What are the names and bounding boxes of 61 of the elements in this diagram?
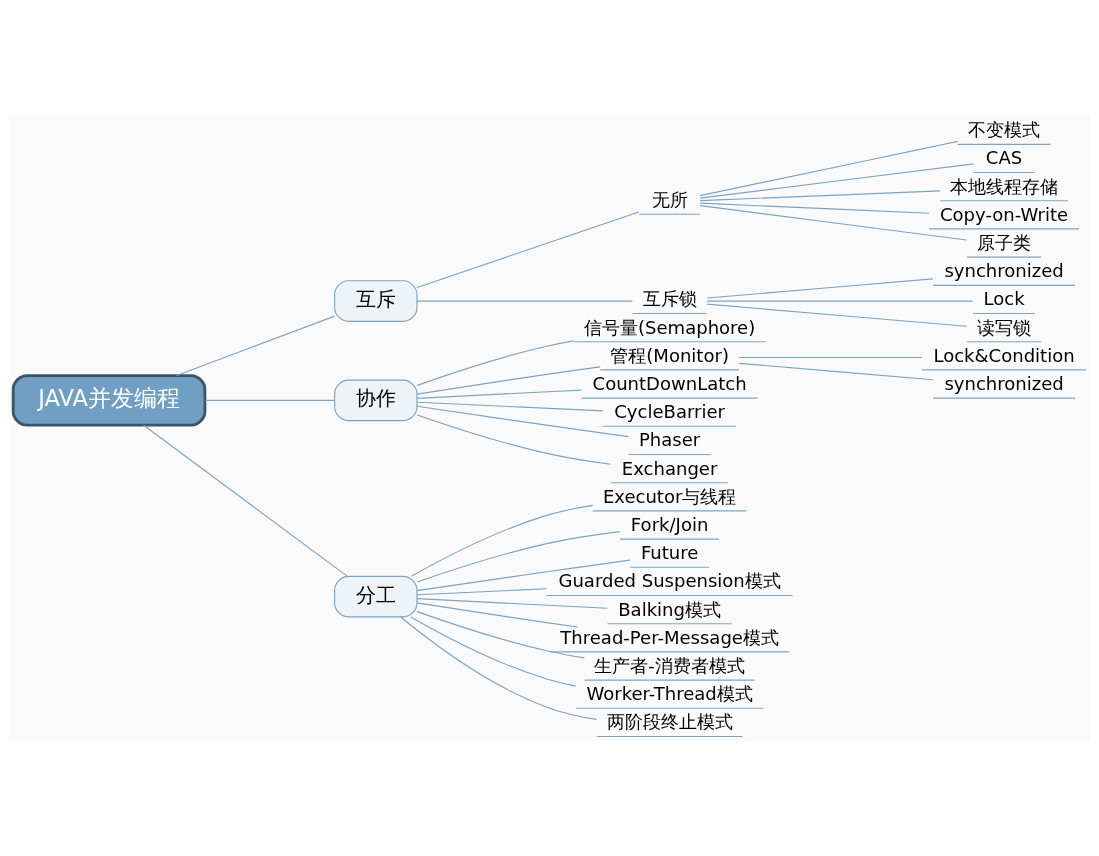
connector (699, 140, 959, 197)
connector (400, 616, 598, 720)
node-text: 信号量(Semaphore) (584, 316, 756, 338)
connector (706, 300, 974, 302)
connector (416, 598, 608, 609)
node-box: 协作 (334, 379, 418, 422)
node-text: Phaser (638, 429, 701, 451)
connector (738, 362, 934, 381)
node-text: 两阶段终止模式 (606, 711, 733, 733)
node-text: 无所 (651, 189, 688, 211)
node-text: Exchanger (621, 457, 718, 479)
connector (416, 366, 601, 395)
node-text: 原子类 (977, 232, 1032, 253)
node-text: Balking模式 (618, 598, 722, 620)
connector (699, 190, 941, 202)
node-box: 分工 (334, 575, 418, 618)
node-text: Executor与线程 (602, 485, 737, 507)
connector (416, 531, 621, 583)
connector (416, 559, 631, 592)
connector (416, 211, 640, 288)
connector (416, 389, 582, 399)
node-text: 不变模式 (968, 119, 1041, 141)
connector (410, 504, 594, 577)
node-text: Thread-Per-Message模式 (560, 626, 779, 648)
connector (416, 602, 579, 628)
connector (416, 611, 585, 659)
connector (706, 278, 934, 299)
node-text: 本地线程存储 (950, 175, 1059, 197)
connector (416, 414, 612, 465)
connector (416, 588, 548, 596)
node-text: Lock&Condition (933, 344, 1075, 366)
node-text: CycleBarrier (614, 401, 725, 423)
connector (706, 303, 968, 327)
connector (416, 401, 604, 412)
node-text: Copy-on-Write (940, 203, 1069, 225)
node-text: 生产者-消费者模式 (594, 654, 745, 676)
node-text: 读写锁 (977, 316, 1032, 338)
connector (699, 202, 930, 214)
connector (699, 205, 968, 241)
node-text: CountDownLatch (592, 372, 747, 394)
node-text: 管程(Monitor) (610, 344, 729, 366)
connector (738, 356, 923, 359)
node-text: 互斥锁 (642, 288, 697, 310)
node-text: synchronized (944, 260, 1064, 282)
node-text: Lock (983, 288, 1025, 310)
node-box: JAVA并发编程 (11, 374, 207, 427)
connector (416, 340, 574, 386)
connector (416, 300, 633, 302)
node-text: Guarded Suspension模式 (558, 570, 781, 592)
connector (176, 315, 336, 376)
node-text: CAS (985, 147, 1023, 169)
node-box: 互斥 (334, 280, 418, 322)
connector (699, 163, 975, 199)
connector (204, 399, 335, 401)
connector (143, 424, 348, 577)
node-text: Future (640, 542, 699, 564)
node-text: Worker-Thread模式 (586, 683, 753, 705)
node-text: Fork/Join (630, 513, 709, 535)
connector (416, 405, 629, 438)
node-text: synchronized (944, 372, 1064, 394)
connector (410, 616, 577, 687)
